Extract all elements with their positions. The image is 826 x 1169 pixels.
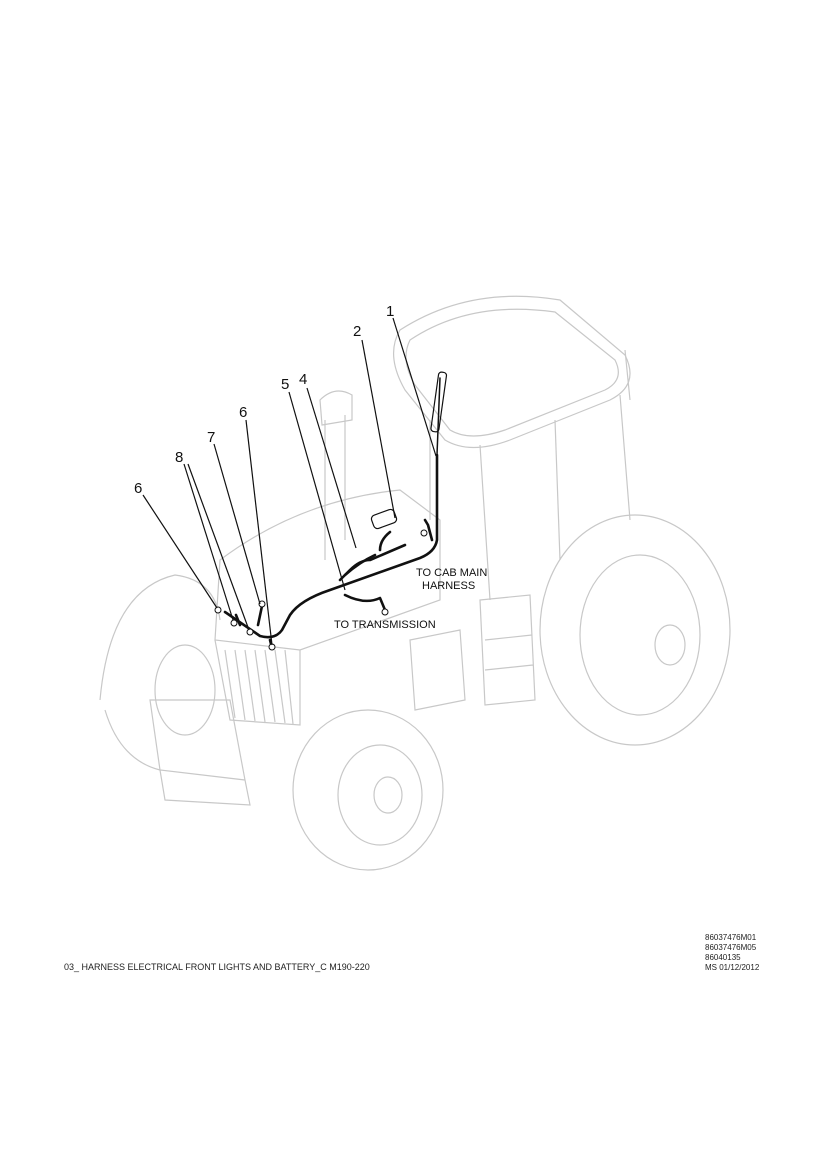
tractor-outline [99,295,731,871]
to-cab-label-line1: TO CAB MAIN [416,567,487,579]
harness-labels: TO CAB MAIN HARNESS TO TRANSMISSION [334,567,487,631]
callout-8: 8 [175,449,183,466]
diagram-title: 03_ HARNESS ELECTRICAL FRONT LIGHTS AND … [64,962,370,972]
callouts: 1 2 4 5 6 7 8 6 [134,303,394,497]
ref-date: MS 01/12/2012 [705,963,760,972]
reference-numbers: 86037476M01 86037476M05 86040135 MS 01/1… [705,933,759,973]
to-transmission-label: TO TRANSMISSION [334,619,436,631]
wiring-harness [214,371,448,651]
callout-7: 7 [207,429,215,446]
leader-lines [142,317,437,646]
callout-1: 1 [386,303,394,320]
callout-2: 2 [353,323,361,340]
ref-number: 86037476M01 [705,933,757,942]
callout-6-upper: 6 [239,404,247,421]
to-cab-label-line2: HARNESS [422,580,475,592]
callout-5: 5 [281,376,289,393]
ref-number: 86040135 [705,953,741,962]
callout-4: 4 [299,371,307,388]
callout-6-lower: 6 [134,480,142,497]
ref-number: 86037476M05 [705,943,757,952]
